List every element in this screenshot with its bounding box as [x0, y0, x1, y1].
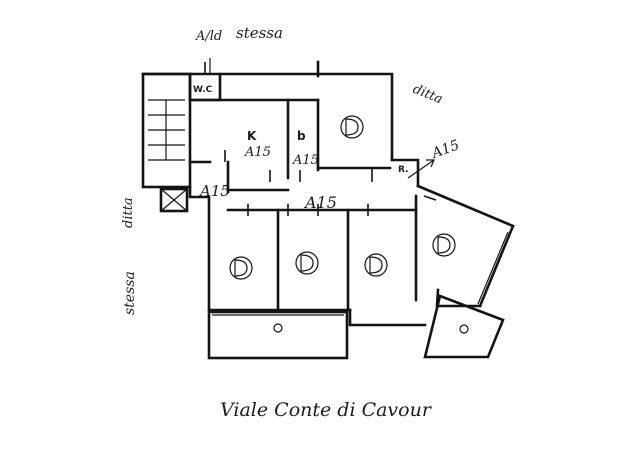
bath-label: b [297, 129, 306, 143]
top-left-scribble: A/ld [195, 29, 222, 44]
hall-left-code: A15 [198, 182, 230, 200]
arrow-icon [407, 159, 435, 179]
bath-code: A15 [292, 153, 319, 168]
right-ditta-note: ditta [411, 82, 445, 107]
room-symbols [229, 115, 456, 280]
door-marks [204, 62, 437, 311]
left-stessa-note: stessa [122, 271, 138, 315]
r-label: R. [398, 165, 409, 175]
right-arrow-code: A15 [428, 137, 462, 162]
bedroom-symbol-2 [295, 251, 319, 275]
bedroom-symbol-1 [229, 256, 253, 280]
kitchen-code: A15 [244, 145, 271, 160]
bedroom-symbol-3 [364, 253, 388, 277]
balconies [207, 294, 505, 360]
left-ditta-note: ditta [121, 197, 136, 228]
kitchen-label: K [247, 129, 257, 143]
wc-label: W.C [193, 85, 213, 95]
bedroom-symbol-4 [432, 233, 456, 257]
hall-center-code: A15 [303, 193, 337, 212]
bedroom-symbol-top-right [340, 115, 364, 139]
top-stessa-note: stessa [236, 24, 283, 42]
street-name: Viale Conte di Cavour [220, 399, 433, 421]
interior-walls [188, 72, 418, 312]
